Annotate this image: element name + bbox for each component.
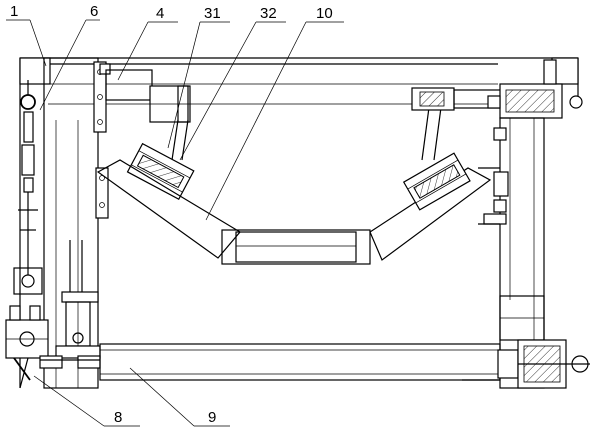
label-4: 4 (156, 5, 164, 22)
label-8: 8 (114, 409, 122, 426)
label-31: 31 (204, 5, 221, 22)
label-9: 9 (208, 409, 216, 426)
right-wing-idler (369, 99, 492, 261)
left-wing-idler (96, 142, 241, 259)
left-lower-bracket (39, 240, 101, 369)
return-roller (40, 339, 590, 389)
center-idler (221, 229, 371, 265)
left-post (43, 57, 111, 389)
label-6: 6 (90, 3, 98, 20)
left-hanger-chain (5, 80, 49, 389)
label-1: 1 (10, 3, 18, 20)
label-32: 32 (260, 5, 277, 22)
right-post (478, 59, 557, 389)
right-upper-shaft (411, 83, 583, 119)
upper-shaft (105, 69, 191, 161)
label-10: 10 (316, 5, 333, 22)
leader-lines (6, 19, 344, 427)
